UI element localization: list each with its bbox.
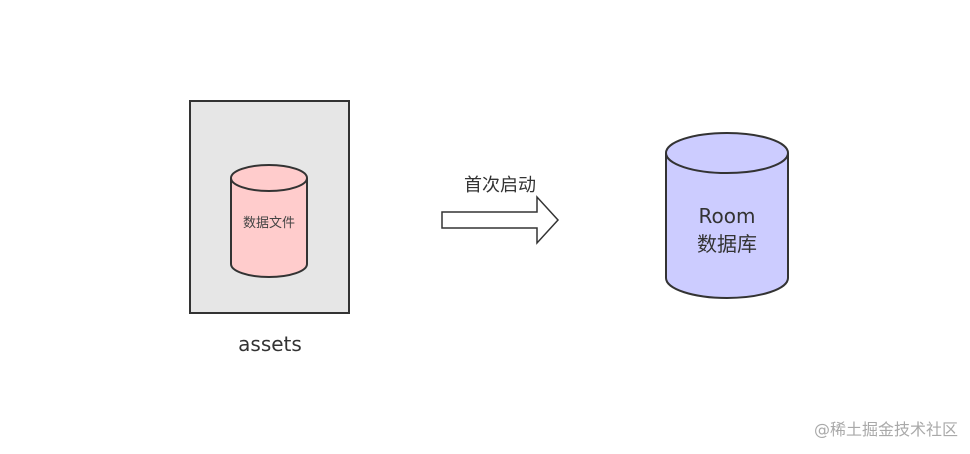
room-database-label-line2: 数据库 <box>697 232 757 256</box>
data-file-cylinder <box>230 164 308 278</box>
right-arrow-icon <box>441 195 560 245</box>
room-database-label-line1: Room <box>698 204 756 228</box>
room-database-label: Room 数据库 <box>666 202 788 258</box>
data-file-label: 数据文件 <box>242 216 295 231</box>
room-database-cylinder <box>665 132 789 299</box>
watermark-text: @稀土掘金技术社区 <box>813 420 958 439</box>
first-launch-label: 首次启动 <box>464 175 536 196</box>
assets-label: assets <box>238 332 302 356</box>
